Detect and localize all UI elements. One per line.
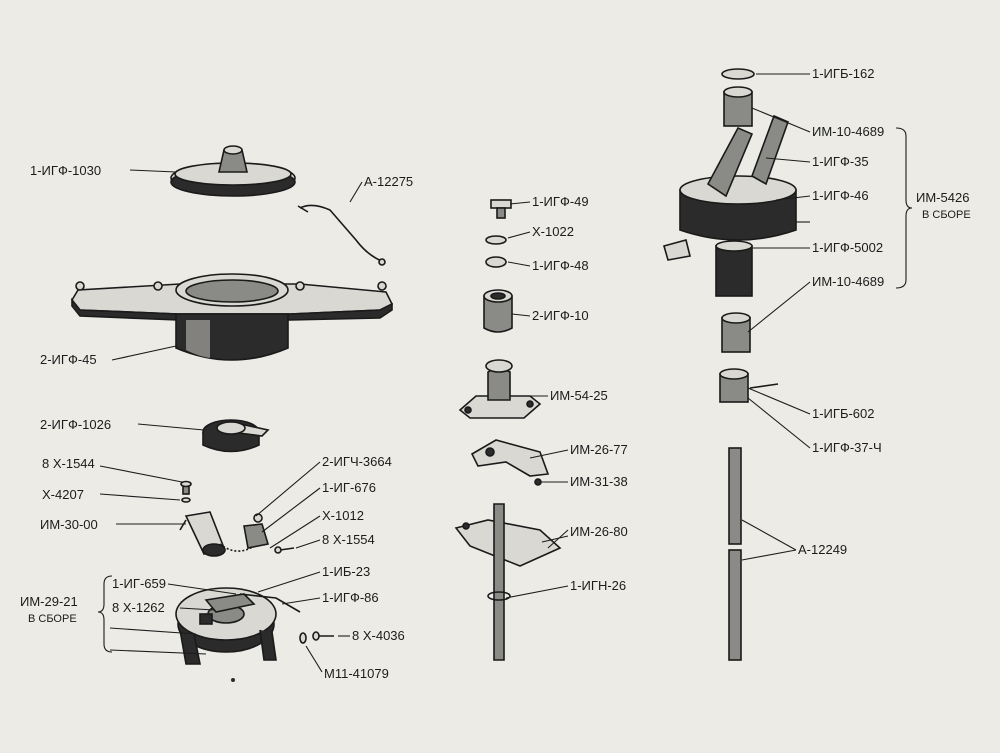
label-assembly-left-note: В СБОРЕ bbox=[28, 613, 77, 625]
sleeve-part-lower bbox=[721, 312, 751, 353]
screw-part-4036 bbox=[299, 631, 334, 644]
rods-part bbox=[728, 447, 742, 661]
clip-spring-part bbox=[297, 204, 386, 266]
label-assembly-right: ИМ-5426 bbox=[916, 190, 969, 205]
label-cap: 1-ИГФ-1030 bbox=[30, 163, 101, 178]
sleeve-part-upper bbox=[723, 86, 753, 127]
label-sleeve-lower: ИМ-10-4689 bbox=[812, 274, 884, 289]
label-assembly-left: ИМ-29-21 bbox=[20, 594, 78, 609]
label-shaft: 1-ИГН-26 bbox=[570, 578, 626, 593]
label-rods: А-12249 bbox=[798, 542, 847, 557]
brace-left bbox=[97, 575, 113, 653]
label-part-41079: М11-41079 bbox=[324, 666, 389, 681]
label-part-37: 1-ИГФ-37-Ч bbox=[812, 440, 882, 455]
label-part-659: 1-ИГ-659 bbox=[112, 576, 166, 591]
housing-part bbox=[71, 273, 394, 361]
label-screw-1544: 8 Х-1544 bbox=[42, 456, 95, 471]
label-part-676: 1-ИГ-676 bbox=[322, 480, 376, 495]
leader-lines bbox=[99, 73, 811, 673]
label-part-35: 1-ИГФ-35 bbox=[812, 154, 869, 169]
rotor-part bbox=[202, 419, 270, 453]
label-bracket: ИМ-54-25 bbox=[550, 388, 608, 403]
terminal-parts bbox=[243, 513, 295, 554]
label-screw-1554: 8 Х-1554 bbox=[322, 532, 375, 547]
label-part-86: 1-ИГФ-86 bbox=[322, 590, 379, 605]
arm-part bbox=[470, 439, 550, 486]
breaker-plate-part bbox=[175, 587, 301, 682]
small-screw-part bbox=[180, 480, 192, 503]
label-condenser: ИМ-30-00 bbox=[40, 517, 98, 532]
label-arm: ИМ-26-77 bbox=[570, 442, 628, 457]
label-part-3138: ИМ-31-38 bbox=[570, 474, 628, 489]
label-part-602: 1-ИГБ-602 bbox=[812, 406, 875, 421]
label-part-46: 1-ИГФ-46 bbox=[812, 188, 869, 203]
label-screw-4036: 8 Х-4036 bbox=[352, 628, 405, 643]
label-rotor: 2-ИГФ-1026 bbox=[40, 417, 111, 432]
cap-part bbox=[170, 145, 296, 197]
label-part-23: 1-ИБ-23 bbox=[322, 564, 370, 579]
label-clip-spring: А-12275 bbox=[364, 174, 413, 189]
label-part-1022: Х-1022 bbox=[532, 224, 574, 239]
brace-right bbox=[895, 127, 913, 289]
label-sleeve-upper: ИМ-10-4689 bbox=[812, 124, 884, 139]
governor-assembly-part bbox=[663, 114, 797, 297]
label-shaft-plate: ИМ-26-80 bbox=[570, 524, 628, 539]
label-ring-162: 1-ИГБ-162 bbox=[812, 66, 875, 81]
label-bushing: 2-ИГФ-10 bbox=[532, 308, 589, 323]
label-part-49: 1-ИГФ-49 bbox=[532, 194, 589, 209]
label-assembly-right-note: В СБОРЕ bbox=[922, 209, 971, 221]
shaft-part bbox=[454, 503, 562, 661]
label-washer-4207: Х-4207 bbox=[42, 487, 84, 502]
label-screw-1262: 8 Х-1262 bbox=[112, 600, 165, 615]
label-part-5002: 1-ИГФ-5002 bbox=[812, 240, 883, 255]
label-part-1012: Х-1012 bbox=[322, 508, 364, 523]
bushing-part bbox=[483, 289, 513, 333]
washer-parts bbox=[485, 199, 512, 268]
condenser-part bbox=[179, 511, 263, 557]
label-part-3664: 2-ИГЧ-3664 bbox=[322, 454, 392, 469]
collar-part bbox=[719, 368, 779, 403]
label-housing: 2-ИГФ-45 bbox=[40, 352, 97, 367]
bracket-part bbox=[458, 359, 542, 419]
ring-part-162 bbox=[721, 68, 755, 80]
label-part-48: 1-ИГФ-48 bbox=[532, 258, 589, 273]
